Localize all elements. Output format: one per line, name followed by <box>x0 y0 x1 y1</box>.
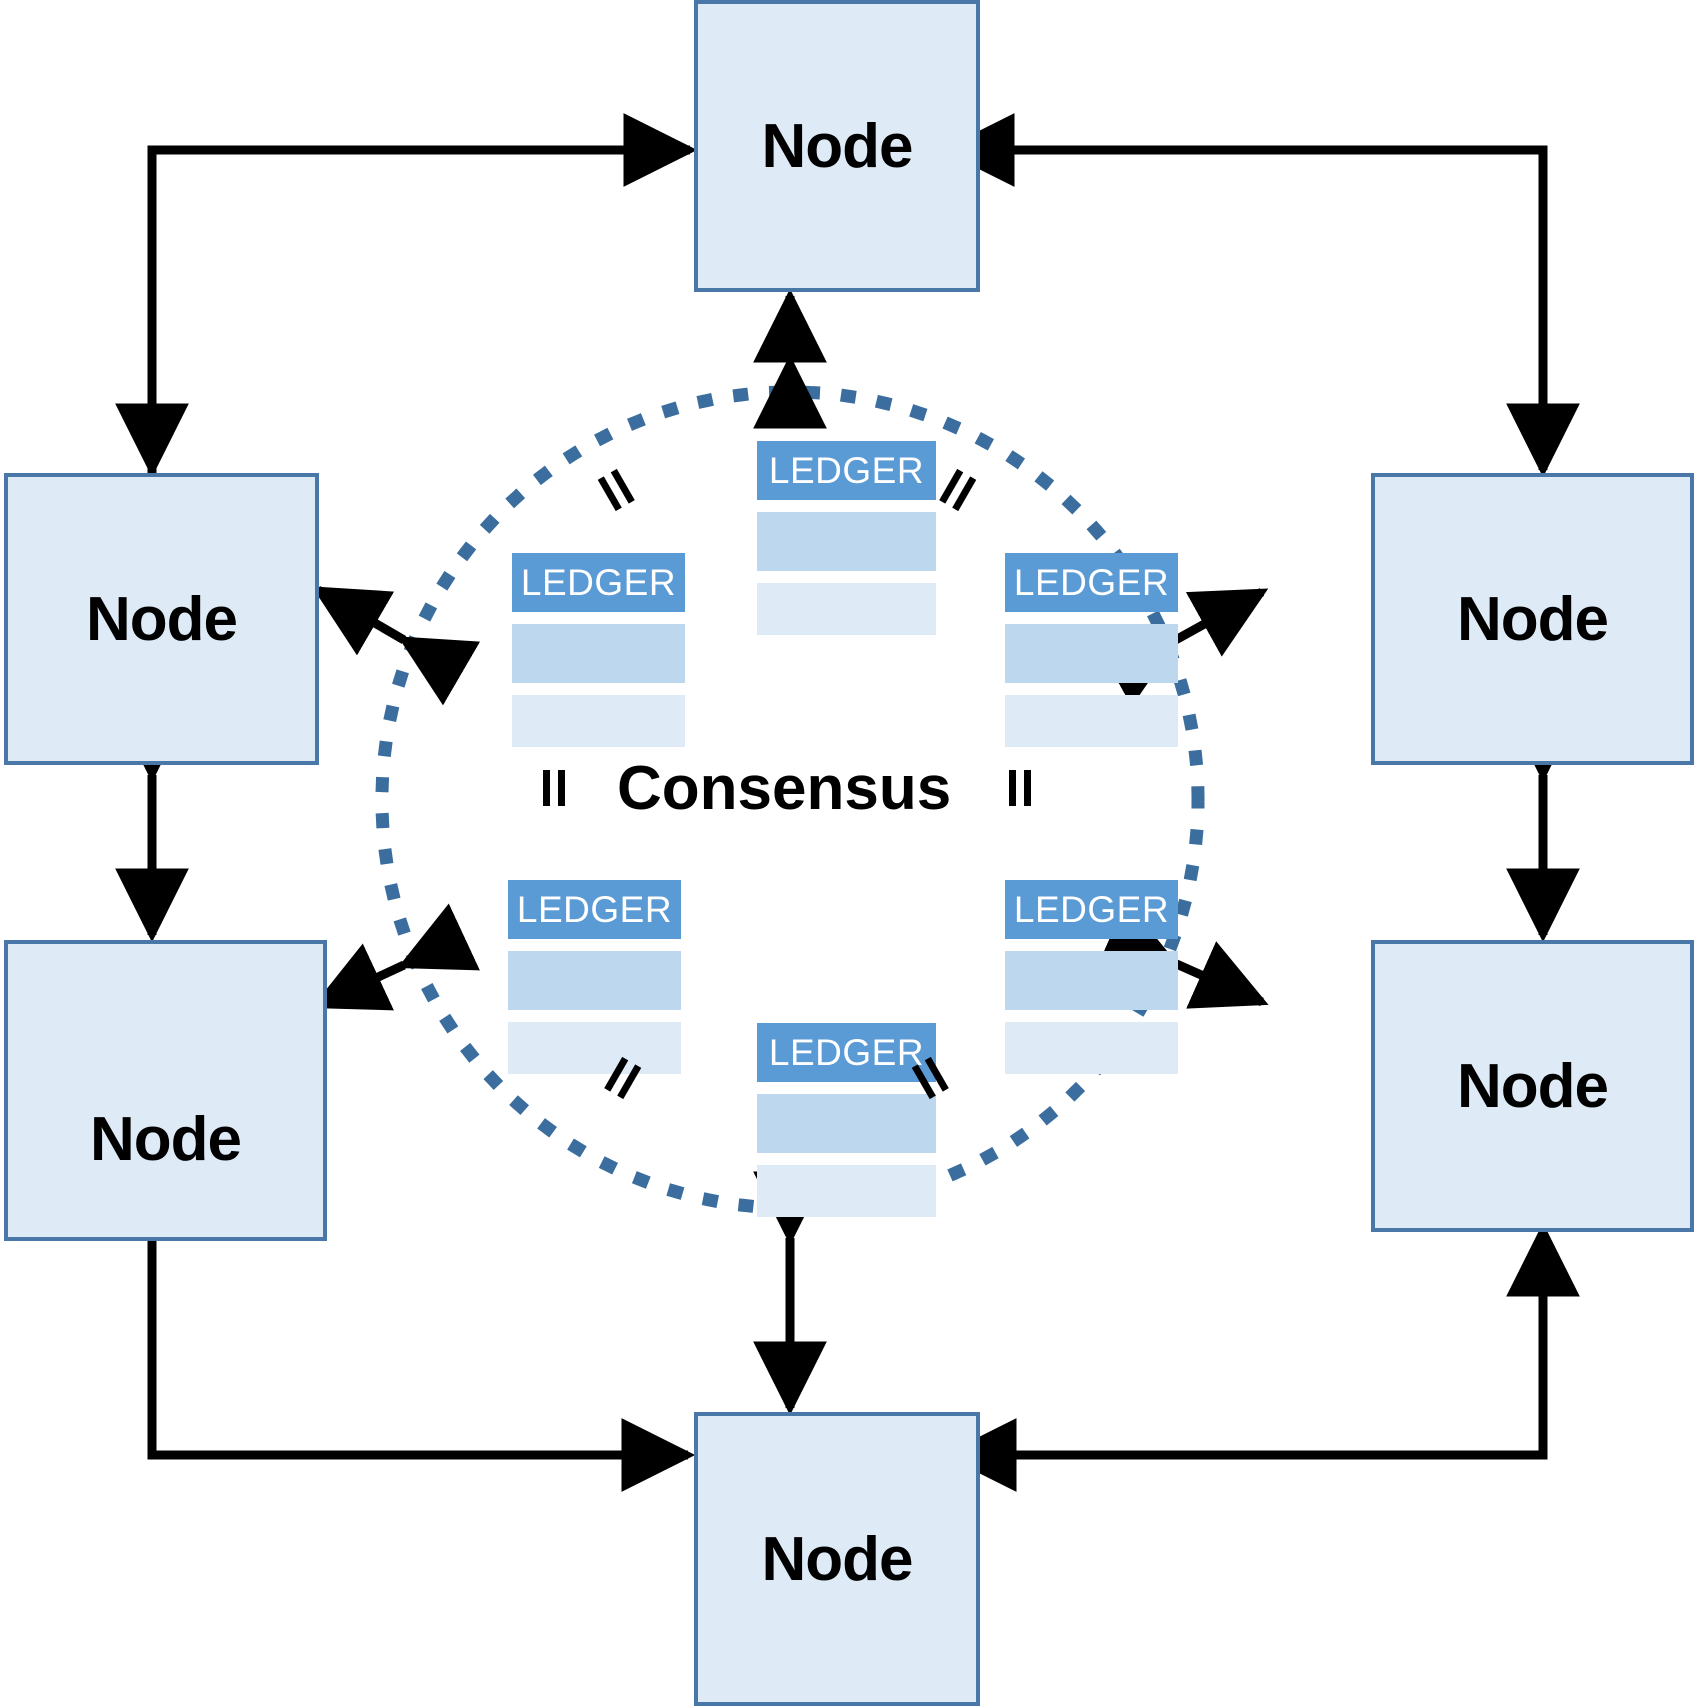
ledger-bottom[interactable]: LEDGER <box>757 1023 936 1217</box>
node-right-upper-label: Node <box>1457 584 1609 654</box>
equals-mid-left <box>534 766 578 810</box>
ledger-right-upper-bar-1 <box>1005 624 1178 683</box>
node-top[interactable]: Node <box>694 0 980 292</box>
node-top-label: Node <box>761 111 914 181</box>
consensus-label: Consensus <box>617 754 952 823</box>
equals-bar-upper <box>558 770 565 806</box>
ledger-left-upper[interactable]: LEDGER <box>512 553 685 747</box>
spoke-left-lower <box>311 903 480 1011</box>
node-left-lower-label: Node <box>90 1105 242 1174</box>
ledger-right-lower[interactable]: LEDGER <box>1005 880 1178 1074</box>
ledger-top-bar-2 <box>757 583 936 635</box>
ledger-right-upper-header: LEDGER <box>1005 553 1178 612</box>
equals-bar-lower <box>1009 770 1016 806</box>
arrow-right-upper-to-top <box>940 113 1548 420</box>
ledger-bottom-header: LEDGER <box>757 1023 936 1082</box>
spoke-left-upper <box>311 586 481 706</box>
node-left-lower[interactable]: Node <box>4 940 327 1241</box>
ledger-bottom-bar-2 <box>757 1165 936 1217</box>
equals-bar-upper <box>1024 770 1031 806</box>
equals-bar-lower <box>543 770 550 806</box>
ledger-left-upper-bar-2 <box>512 695 685 747</box>
node-left-upper-label: Node <box>86 584 238 654</box>
arrow-left-upper-to-top <box>147 113 698 477</box>
spoke-right-lower <box>1096 901 1269 1009</box>
node-bottom-label: Node <box>761 1524 914 1594</box>
ledger-right-lower-header: LEDGER <box>1005 880 1178 939</box>
ledger-left-lower-bar-1 <box>508 951 681 1010</box>
equals-top-left <box>588 459 648 519</box>
node-left-upper[interactable]: Node <box>4 473 319 765</box>
node-right-upper[interactable]: Node <box>1371 473 1694 765</box>
ledger-right-lower-bar-1 <box>1005 951 1178 1010</box>
ledger-bottom-bar-1 <box>757 1094 936 1153</box>
ledger-left-lower-bar-2 <box>508 1022 681 1074</box>
ledger-left-upper-bar-1 <box>512 624 685 683</box>
ledger-right-lower-bar-2 <box>1005 1022 1178 1074</box>
ledger-top-bar-1 <box>757 512 936 571</box>
ledger-right-upper-bar-2 <box>1005 695 1178 747</box>
ledger-top[interactable]: LEDGER <box>757 441 936 635</box>
spoke-right-upper <box>1095 588 1269 707</box>
ledger-left-lower[interactable]: LEDGER <box>508 880 681 1074</box>
node-right-lower[interactable]: Node <box>1371 940 1694 1232</box>
ledger-left-upper-header: LEDGER <box>512 553 685 612</box>
ledger-top-header: LEDGER <box>757 441 936 500</box>
arrow-right-lower-to-bottom <box>942 1240 1548 1492</box>
equals-mid-right <box>1000 766 1044 810</box>
node-right-lower-label: Node <box>1457 1051 1609 1121</box>
ledger-left-lower-header: LEDGER <box>508 880 681 939</box>
node-bottom[interactable]: Node <box>694 1412 980 1706</box>
ledger-right-upper[interactable]: LEDGER <box>1005 553 1178 747</box>
